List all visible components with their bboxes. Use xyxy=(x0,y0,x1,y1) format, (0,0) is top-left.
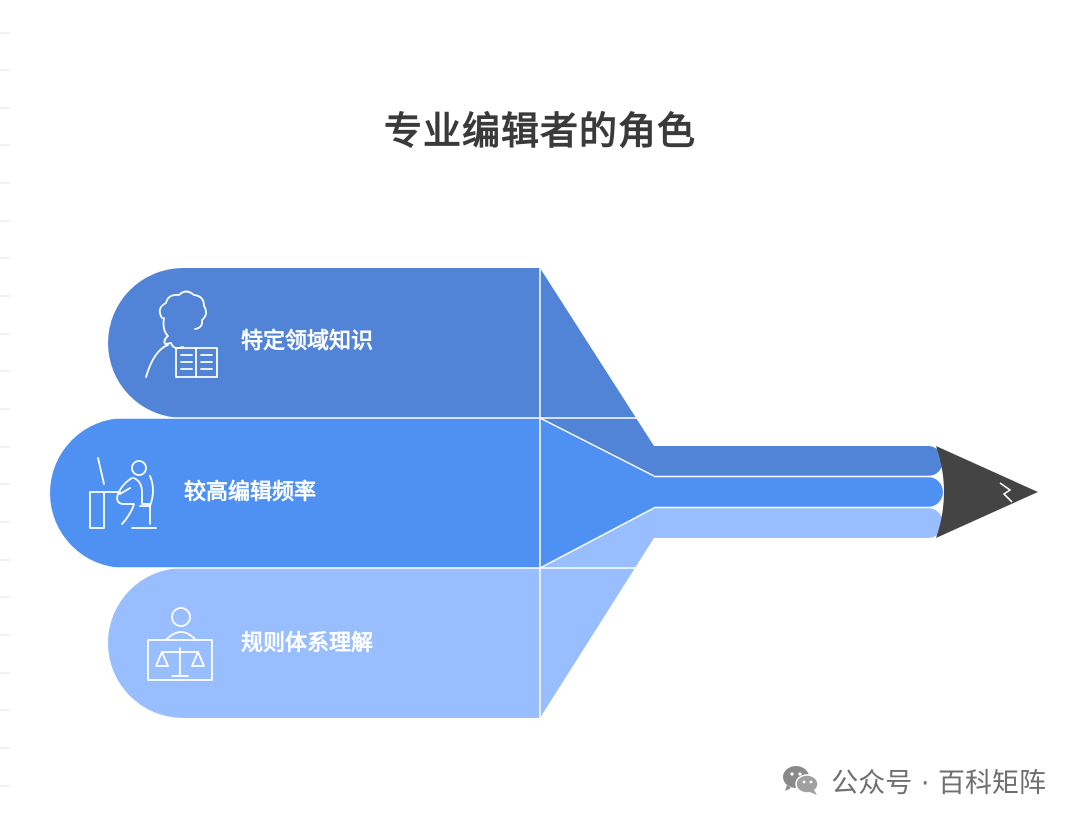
pencil-tip xyxy=(936,446,1038,538)
pencil-strip-top xyxy=(654,446,943,476)
page-title: 专业编辑者的角色 xyxy=(383,109,696,153)
pencil-strip-bottom xyxy=(654,508,943,538)
item-label-rules-understanding: 规则体系理解 xyxy=(241,631,374,656)
band-editing-frequency xyxy=(50,418,540,568)
pencil-strip-middle xyxy=(654,477,943,507)
taper-bottom xyxy=(540,508,654,718)
watermark-text: 公众号 · 百科矩阵 xyxy=(831,767,1046,799)
band-domain-knowledge xyxy=(108,268,541,418)
person-with-scales-icon xyxy=(147,607,213,681)
item-label-editing-frequency: 较高编辑频率 xyxy=(184,480,317,505)
left-edge-ticks xyxy=(0,32,10,787)
person-at-desk-editing-icon xyxy=(89,457,157,529)
person-reading-book-icon xyxy=(145,290,218,378)
band-rules-understanding xyxy=(108,568,540,718)
taper-top xyxy=(540,268,654,476)
watermark: 公众号 · 百科矩阵 xyxy=(781,760,1046,800)
wechat-icon xyxy=(783,766,819,795)
taper-middle xyxy=(540,418,654,568)
pencil-tip-zigzag xyxy=(999,482,1013,503)
item-label-domain-knowledge: 特定领域知识 xyxy=(241,329,374,354)
